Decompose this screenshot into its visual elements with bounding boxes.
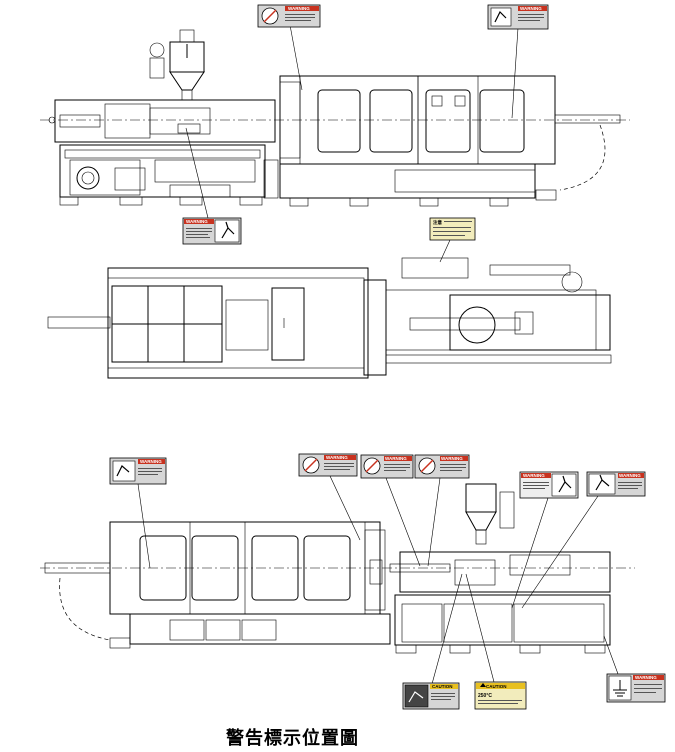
notice-header-text: 注意 xyxy=(433,219,442,226)
machine-side-view-top xyxy=(40,29,630,207)
caution-label-hand-crush: CAUTION xyxy=(402,573,463,710)
warning-header-text: WARNING xyxy=(326,455,348,460)
warning-label-ground: WARNING xyxy=(603,635,666,703)
person-falling-icon xyxy=(588,473,616,495)
warning-header-text: WARNING xyxy=(385,456,407,461)
caution-label-hot-surface: CAUTION 250°C xyxy=(465,573,527,710)
warning-header-text: WARNING xyxy=(619,473,641,478)
caution-header-text: CAUTION xyxy=(432,684,453,689)
machine-plan-view-middle xyxy=(47,257,612,379)
warning-header-text: WARNING xyxy=(635,675,657,680)
notice-label-middle: 注意 xyxy=(429,217,476,263)
diagram-caption: 警告標示位置圖 xyxy=(226,727,359,749)
hot-surface-icon xyxy=(480,683,486,687)
warning-label-no-hands-bottom-3: WARNING xyxy=(414,454,470,567)
hand-pinch-icon xyxy=(404,684,429,708)
warning-label-fall-bottom-2: WARNING xyxy=(521,471,646,609)
person-falling-icon xyxy=(551,473,577,497)
warning-label-fall-top: WARNING xyxy=(182,127,242,245)
warning-header-text: WARNING xyxy=(288,6,310,11)
warning-header-text: WARNING xyxy=(520,6,542,11)
warning-header-text: WARNING xyxy=(523,473,545,478)
warning-header-text: WARNING xyxy=(186,219,208,224)
warning-label-pinch-bottom: WARNING xyxy=(109,457,167,569)
warning-label-no-hands-top: WARNING xyxy=(257,4,321,91)
hot-surface-temperature: 250°C xyxy=(478,693,492,699)
warning-header-text: WARNING xyxy=(441,456,463,461)
hand-pinch-icon xyxy=(490,7,512,27)
warning-label-pinch-top: WARNING xyxy=(487,4,549,119)
machine-side-view-bottom xyxy=(40,483,635,654)
hand-pinch-icon xyxy=(112,460,136,482)
warning-label-no-hands-bottom-1: WARNING xyxy=(298,453,361,541)
warning-label-no-hands-bottom-2: WARNING xyxy=(360,454,421,567)
caution-header-text: CAUTION xyxy=(486,684,507,689)
person-falling-icon xyxy=(214,219,240,243)
warning-label-fall-bottom-1: WARNING xyxy=(511,471,579,609)
warning-header-text: WARNING xyxy=(140,459,162,464)
